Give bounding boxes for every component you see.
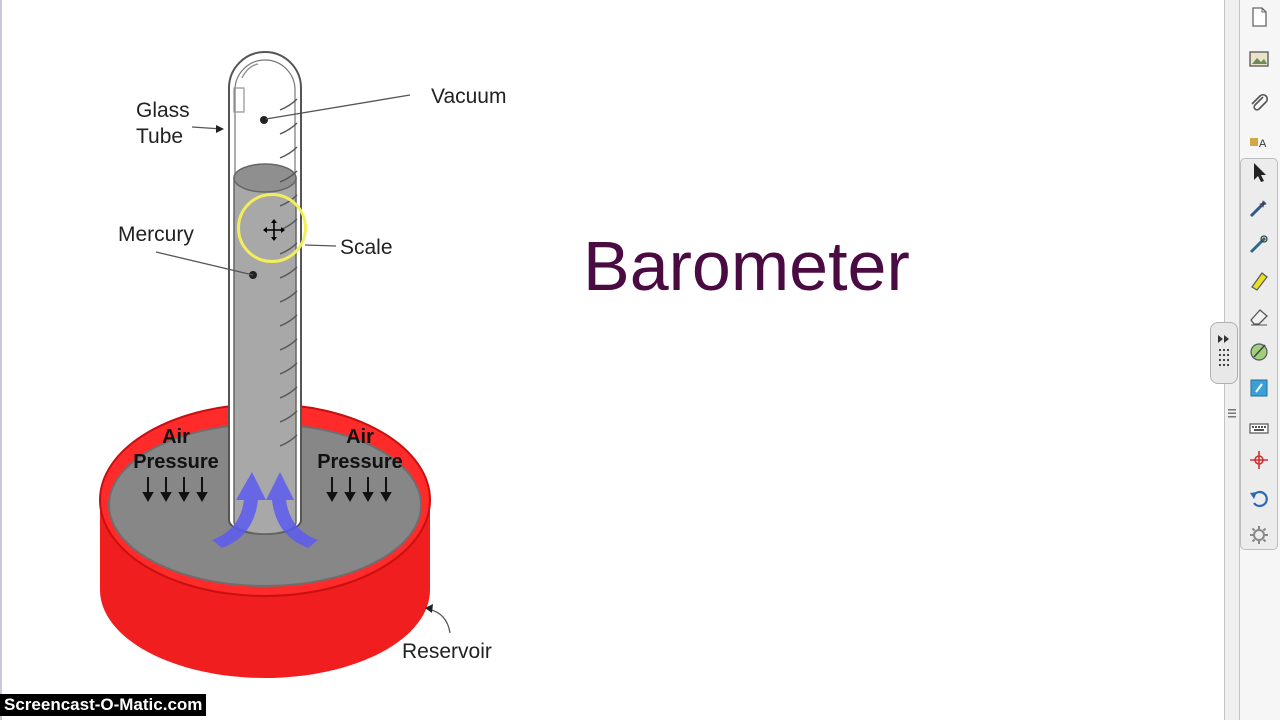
magic-pen-icon [1249, 200, 1267, 218]
attachments-icon [1251, 93, 1269, 111]
recognition-pen-icon [1249, 235, 1268, 254]
mercury-top [233, 163, 297, 193]
undo-button[interactable] [1244, 483, 1274, 513]
svg-text:A: A [1259, 138, 1267, 150]
label-air-left: Air [162, 426, 190, 448]
keyboard-button[interactable] [1244, 413, 1274, 443]
label-reservoir: Reservoir [402, 640, 492, 663]
label-vacuum: Vacuum [431, 85, 507, 108]
highlighter-button[interactable] [1244, 265, 1274, 295]
label-tube: Tube [136, 125, 184, 148]
attachments-button[interactable] [1244, 88, 1274, 118]
canvas-border [0, 0, 2, 720]
cursor-highlight-ring [237, 193, 307, 263]
magic-pen-button[interactable] [1244, 193, 1274, 223]
fill-button[interactable] [1244, 337, 1274, 367]
eraser-button[interactable] [1244, 301, 1274, 331]
mercury-flow-arrows [212, 472, 318, 548]
select-icon [1254, 163, 1266, 182]
barometer-diagram [99, 51, 451, 678]
label-pressure-left: Pressure [133, 451, 219, 473]
text-icon [1250, 379, 1268, 397]
properties-button[interactable]: A [1244, 130, 1274, 152]
whiteboard-canvas[interactable]: Glass Tube Vacuum Mercury Scale Air Pres… [0, 0, 1224, 720]
collapse-sidebar-tab[interactable] [1210, 322, 1238, 384]
page-sorter-icon [1252, 7, 1267, 27]
expand-arrows-icon [1218, 335, 1229, 366]
undo-icon [1250, 490, 1268, 508]
crosshair-icon [1250, 451, 1268, 469]
properties-icon: A [1250, 138, 1267, 150]
slide-title[interactable]: Barometer [583, 227, 910, 305]
text-tool-button[interactable] [1244, 373, 1274, 403]
label-pressure-right: Pressure [317, 451, 403, 473]
recognition-pen-button[interactable] [1244, 229, 1274, 259]
recorder-watermark: Screencast-O-Matic.com [0, 694, 207, 716]
crosshair-button[interactable] [1244, 445, 1274, 475]
page-sorter-button[interactable] [1244, 2, 1274, 32]
label-glass: Glass [136, 99, 190, 122]
gallery-icon [1249, 51, 1269, 67]
keyboard-icon [1249, 423, 1269, 434]
eraser-icon [1250, 309, 1268, 326]
highlighter-icon [1251, 272, 1268, 291]
glass-tube-inner [234, 59, 296, 520]
select-tool-button[interactable] [1244, 157, 1274, 187]
fill-icon [1250, 343, 1268, 361]
grip-icon [1228, 409, 1236, 418]
move-cursor-icon [263, 219, 285, 241]
label-mercury: Mercury [118, 223, 194, 246]
gallery-button[interactable] [1244, 44, 1274, 74]
settings-button[interactable] [1244, 520, 1274, 550]
air-pressure-arrows-left [142, 477, 208, 503]
settings-icon [1250, 526, 1268, 544]
label-air-right: Air [346, 426, 374, 448]
label-scale: Scale [340, 236, 393, 259]
air-pressure-arrows-right [326, 477, 392, 503]
